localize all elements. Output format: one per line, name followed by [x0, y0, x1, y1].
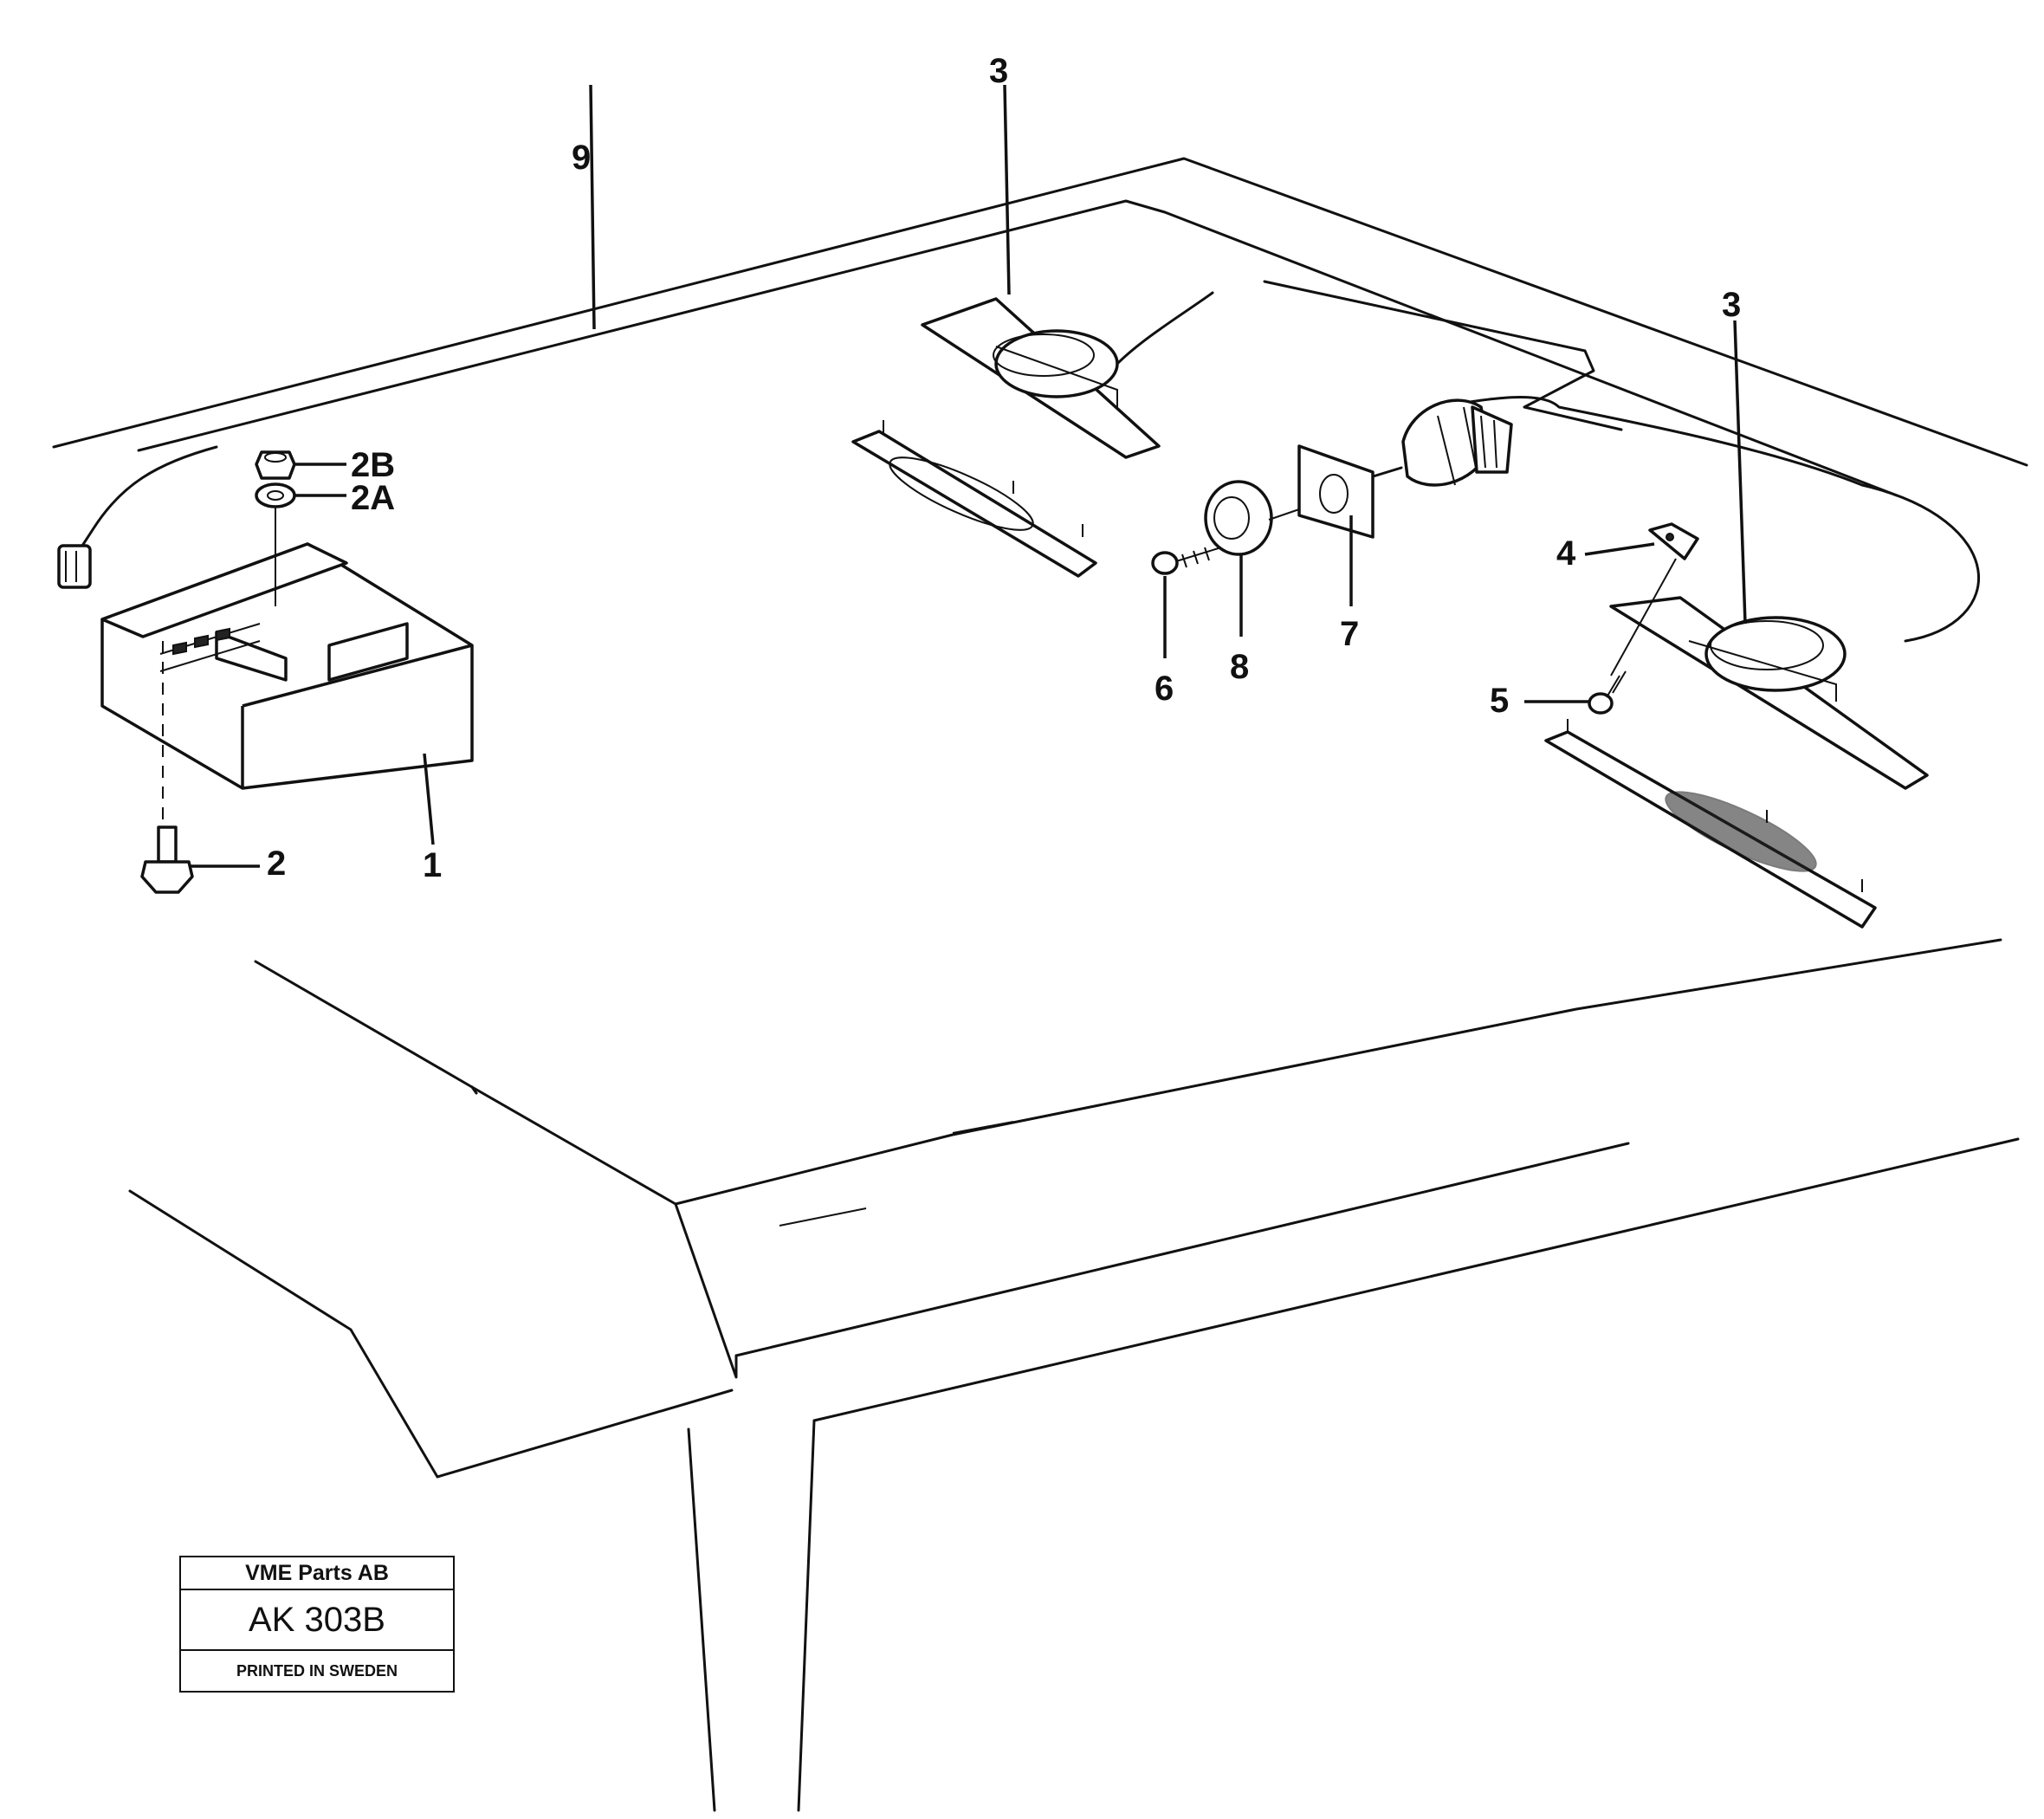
callout-2a: 2A — [351, 479, 395, 517]
title-block: VME Parts AB AK 303B PRINTED IN SWEDEN — [179, 1556, 455, 1693]
cab-roof-outline — [52, 157, 2028, 1812]
callout-1: 1 — [423, 846, 442, 884]
callout-labels: 9 3 3 2B 2A 2 1 4 5 7 8 6 — [267, 52, 1741, 884]
callout-2: 2 — [267, 845, 286, 883]
printed-in: PRINTED IN SWEDEN — [236, 1661, 398, 1680]
speaker-grille-left — [851, 420, 1097, 578]
callout-8: 6 — [1155, 670, 1174, 708]
callout-6: 7 — [1340, 615, 1359, 653]
radio-bracket — [100, 542, 474, 790]
harness-connectors — [1401, 398, 1513, 487]
mounting-plate — [1297, 444, 1375, 539]
callout-7: 8 — [1230, 648, 1249, 686]
leader-lines — [189, 84, 1747, 868]
callout-9: 9 — [572, 139, 591, 177]
callout-2b: 2B — [351, 446, 395, 484]
trim-ring — [1204, 480, 1300, 556]
speaker-right — [1609, 596, 1929, 790]
callout-3-left: 3 — [989, 52, 1008, 90]
screw — [1151, 547, 1222, 575]
bolt — [140, 825, 194, 894]
washer — [255, 482, 296, 508]
callout-4: 4 — [1556, 534, 1576, 573]
clip-screw — [1588, 558, 1677, 715]
company-name: VME Parts AB — [181, 1557, 453, 1590]
callout-3-right: 3 — [1722, 286, 1741, 324]
connector-plug — [57, 544, 92, 589]
speaker-left — [921, 297, 1161, 459]
clip — [1648, 522, 1699, 560]
nut — [255, 450, 296, 480]
drawing-code: AK 303B — [181, 1590, 453, 1651]
speaker-grille-right — [1544, 719, 1877, 929]
callout-5: 5 — [1490, 682, 1509, 720]
